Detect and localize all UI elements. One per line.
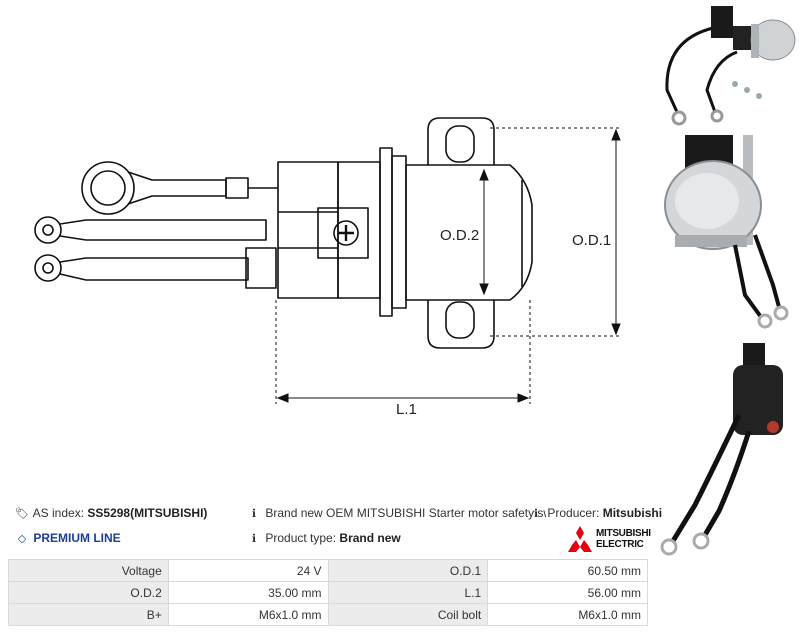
description-row: ℹ Brand new OEM MITSUBISHI Starter motor… <box>246 505 546 522</box>
ring-terminal-small-2 <box>34 254 62 282</box>
product-type-label: Product type: <box>265 531 337 545</box>
mitsubishi-electric-logo <box>568 526 592 552</box>
info-icon: ℹ <box>533 508 539 520</box>
spec-value: 35.00 mm <box>167 581 329 604</box>
product-photo-3[interactable] <box>655 335 800 565</box>
tags-icon: 🏷︎ <box>15 508 29 520</box>
product-type-row: ℹ Product type: Brand new <box>246 530 401 547</box>
info-icon: ℹ <box>251 508 257 520</box>
info-icon: ℹ <box>251 533 257 545</box>
premium-label: PREMIUM LINE <box>33 531 121 545</box>
od2-label: O.D.2 <box>440 227 479 244</box>
description-text: Brand new OEM MITSUBISHI Starter motor s… <box>265 506 546 520</box>
spec-value: 56.00 mm <box>487 581 648 604</box>
ring-terminal-large <box>81 161 135 215</box>
diamond-icon: ◇ <box>17 533 27 545</box>
product-type-value: Brand new <box>339 531 401 545</box>
spec-label: O.D.1 <box>327 559 489 582</box>
producer-label: Producer: <box>547 506 600 520</box>
as-index-row: 🏷︎ AS index: SS5298(MITSUBISHI) <box>14 505 207 522</box>
spec-value: M6x1.0 mm <box>487 603 648 626</box>
spec-label: L.1 <box>327 581 489 604</box>
mitsubishi-electric-wordmark: MITSUBISHI ELECTRIC <box>596 528 651 550</box>
as-index-value[interactable]: SS5298(MITSUBISHI) <box>87 506 208 520</box>
premium-line-badge: ◇ PREMIUM LINE <box>14 530 121 547</box>
spec-table: Voltage 24 V O.D.1 60.50 mm O.D.2 35.00 … <box>8 559 648 626</box>
spec-value: 60.50 mm <box>487 559 648 582</box>
spec-label: Coil bolt <box>327 603 489 626</box>
producer-row: ℹ Producer: Mitsubishi <box>528 505 662 522</box>
as-index-label: AS index: <box>32 506 85 520</box>
spec-label: Voltage <box>8 559 169 582</box>
producer-value: Mitsubishi <box>602 506 663 520</box>
product-photo-1[interactable] <box>655 0 800 135</box>
l1-label: L.1 <box>396 401 417 418</box>
table-row: B+ M6x1.0 mm Coil bolt M6x1.0 mm <box>8 603 648 626</box>
spec-value: 24 V <box>167 559 329 582</box>
spec-value: M6x1.0 mm <box>167 603 329 626</box>
od1-label: O.D.1 <box>572 232 611 249</box>
spec-label: B+ <box>8 603 169 626</box>
technical-drawing: O.D.2 O.D.1 L.1 <box>34 117 622 418</box>
table-row: Voltage 24 V O.D.1 60.50 mm <box>8 559 648 582</box>
product-photo-2[interactable] <box>655 135 800 335</box>
spec-label: O.D.2 <box>8 581 169 604</box>
table-row: O.D.2 35.00 mm L.1 56.00 mm <box>8 581 648 604</box>
ring-terminal-small-1 <box>34 216 62 244</box>
